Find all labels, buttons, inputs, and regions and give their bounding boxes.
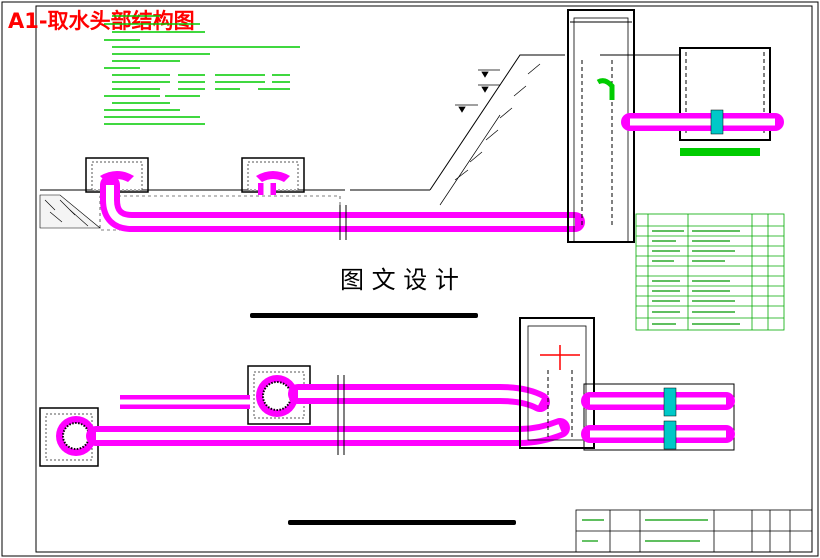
drawing-title: A1-取水头部结构图 <box>8 9 195 33</box>
design-notes <box>104 15 300 125</box>
water-level-marks <box>455 69 500 113</box>
elevation-pipe <box>100 175 585 240</box>
plan-pump-well <box>519 317 595 449</box>
soil-hatch <box>39 194 341 231</box>
intake-box-2 <box>241 157 305 193</box>
pump-house-elevation <box>621 47 784 156</box>
material-table-text <box>652 230 740 325</box>
title-block-marks <box>582 519 708 542</box>
separator-bar-1 <box>250 313 478 318</box>
title-block <box>575 509 813 553</box>
center-caption: 图 文 设 计 <box>340 266 459 294</box>
riverbank-slope <box>439 63 541 206</box>
plan-pump-house <box>581 383 735 451</box>
separator-bar-2 <box>288 520 516 525</box>
inner-border <box>35 5 813 553</box>
material-table <box>635 213 785 331</box>
